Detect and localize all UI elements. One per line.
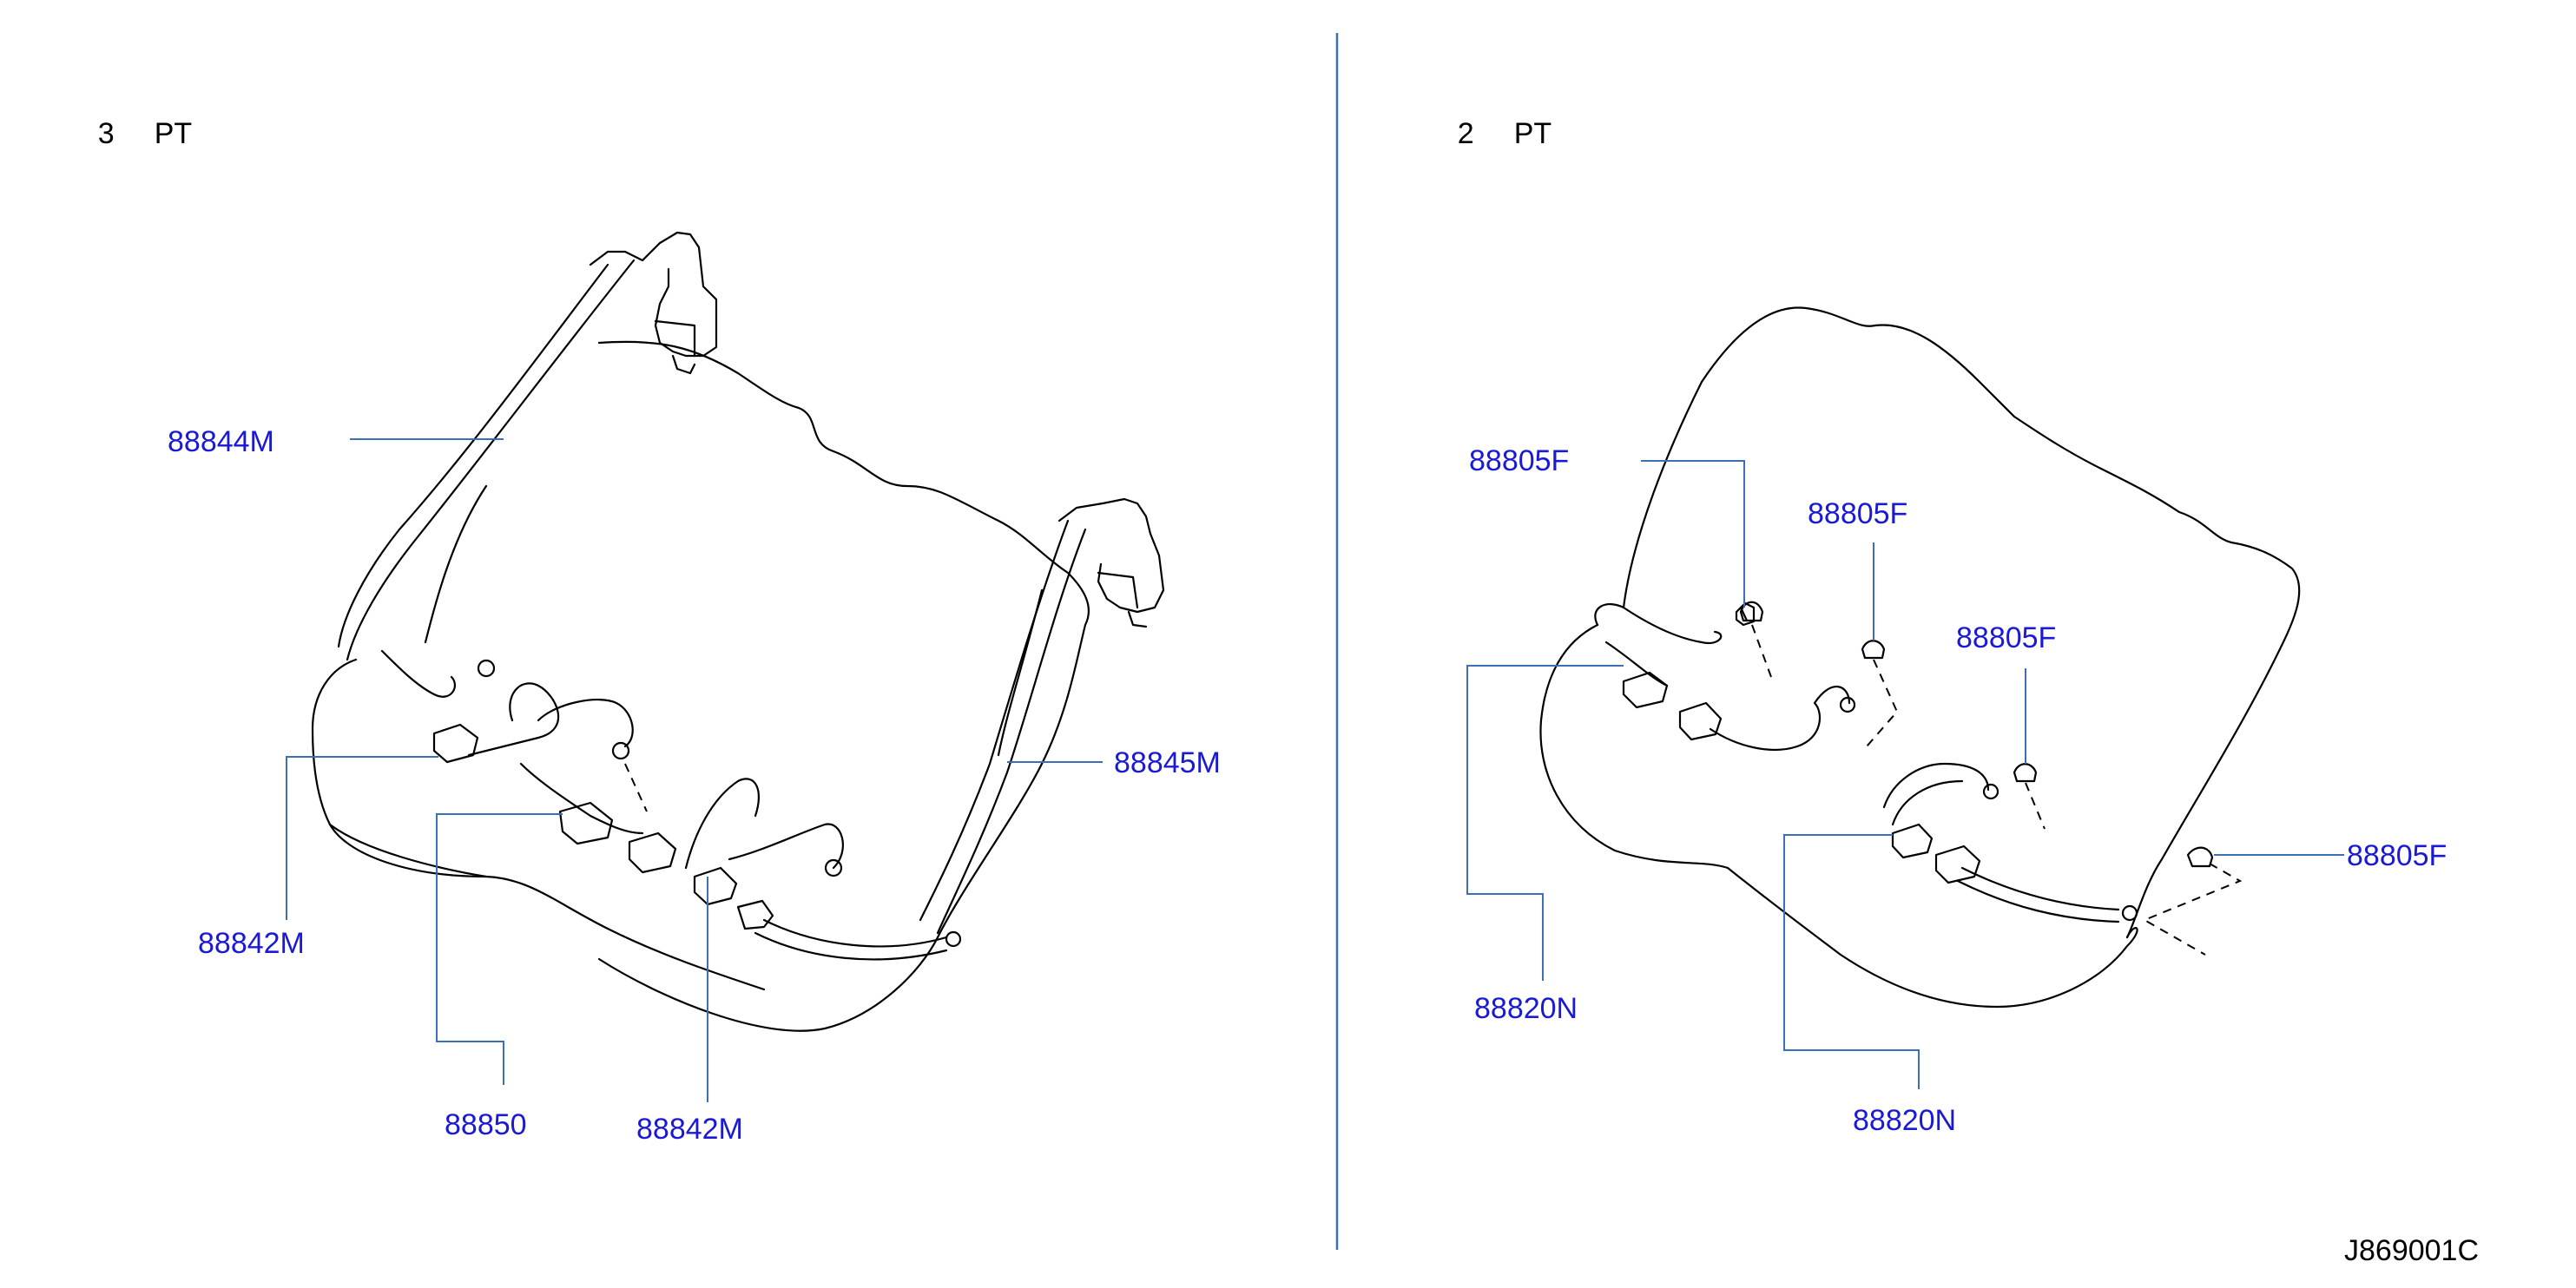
buckle-stalk-4: [537, 698, 634, 748]
lap-belt-right-b: [754, 931, 948, 961]
buckle-stalk-5: [684, 778, 760, 870]
panel-heading-number: 3: [97, 117, 115, 150]
dash-r4: [2142, 863, 2243, 956]
anchor-bolt-4: [945, 930, 962, 948]
leader-88842M-left: [286, 756, 438, 920]
shoulder-belt-right-b: [936, 528, 1087, 935]
belt-stalk-r3: [1709, 685, 1851, 752]
shoulder-belt-left-c: [424, 484, 488, 644]
shoulder-belt-right-c: [997, 588, 1044, 757]
leader-88805F-1: [1641, 460, 1745, 608]
belt-stalk-r5: [1891, 779, 1964, 826]
retractor-top-right: [1057, 497, 1165, 614]
panel-heading-left: 3 PT: [65, 83, 192, 185]
shoulder-belt-left-a: [346, 259, 636, 661]
fastener-r2: [1861, 640, 1886, 660]
anchor-bolt-2: [611, 741, 630, 760]
leader-88820N-right: [1783, 834, 1920, 1089]
seat-cushion-front-right: [1726, 866, 2138, 1009]
buckle-stalk-1: [380, 649, 456, 698]
shoulder-belt-left-b: [337, 263, 609, 648]
callout-88820N-right[interactable]: 88820N: [1853, 1104, 1957, 1137]
dash-r3: [2025, 782, 2046, 830]
callout-88805F-1[interactable]: 88805F: [1469, 444, 1570, 477]
callout-88805F-4[interactable]: 88805F: [2347, 839, 2448, 872]
dash-r2: [1866, 659, 1899, 747]
leader-88850: [436, 813, 563, 1085]
anchor-bolt-r1: [1839, 696, 1856, 713]
buckle-stalk-3: [519, 762, 644, 835]
seat-cushion-outline-left: [311, 658, 766, 991]
anchor-bolt-r2: [1982, 783, 2000, 800]
callout-88845M[interactable]: 88845M: [1114, 746, 1221, 779]
shoulder-belt-right-a: [919, 519, 1070, 922]
tongue-plate-3: [628, 831, 677, 874]
retractor-body-right: [1097, 571, 1148, 628]
buckle-stalk-6: [728, 823, 844, 870]
panel-heading-number: 2: [1457, 117, 1474, 150]
seat-cushion-front-left: [328, 823, 488, 878]
callout-88820N-left[interactable]: 88820N: [1474, 992, 1578, 1025]
fastener-r3: [2013, 763, 2038, 783]
leader-lines: [286, 438, 2344, 1102]
fastener-r1: [1739, 601, 1764, 622]
seat-cushion-outline-right: [1539, 623, 1729, 870]
lap-belt-r7: [1956, 879, 2120, 923]
callout-88850[interactable]: 88850: [445, 1108, 527, 1141]
callout-88805F-3[interactable]: 88805F: [1956, 621, 2057, 654]
bolt-dash-left: [624, 763, 648, 812]
tongue-plate-5: [736, 899, 774, 930]
retractor-top-left: [589, 231, 718, 358]
tongue-plate-r2: [1678, 701, 1723, 741]
tongue-plate-2: [558, 801, 614, 845]
lap-belt-r6: [1960, 866, 2120, 911]
anchor-bolt-r3: [2121, 904, 2138, 922]
tongue-plate-r1: [1622, 671, 1669, 709]
belt-stalk-r4: [1882, 762, 1990, 809]
tongue-plate-4: [693, 866, 738, 906]
anchor-bolt-1: [477, 659, 496, 678]
panel-heading-label: PT: [154, 117, 193, 150]
seat-3pt-drawing: [311, 231, 1165, 1032]
retractor-body-left: [654, 319, 696, 375]
tongue-plate-r4: [1934, 844, 1981, 884]
panel-heading-right: 2 PT: [1425, 83, 1552, 185]
lap-belt-right: [762, 918, 948, 948]
anchor-bolt-3: [824, 858, 843, 877]
dash-r1: [1751, 624, 1772, 678]
seat-2pt-drawing: [1539, 306, 2301, 1009]
fastener-r4: [2186, 846, 2214, 868]
buckle-stalk-2: [467, 682, 560, 757]
seat-back-outline-right: [1622, 306, 2301, 939]
tongue-plate-1: [432, 723, 479, 764]
leader-88820N-left: [1466, 665, 1624, 981]
tongue-plate-r3: [1891, 823, 1934, 859]
diagram-code: J869001C: [2344, 1234, 2480, 1267]
panel-heading-label: PT: [1513, 117, 1552, 150]
seat-back-outline-left: [597, 340, 1090, 1032]
callout-88842M-right[interactable]: 88842M: [636, 1113, 743, 1146]
belt-stalk-r1: [1594, 603, 1723, 645]
callout-88805F-2[interactable]: 88805F: [1808, 497, 1908, 530]
callout-88842M-left[interactable]: 88842M: [198, 927, 305, 960]
callout-88844M[interactable]: 88844M: [168, 425, 274, 458]
